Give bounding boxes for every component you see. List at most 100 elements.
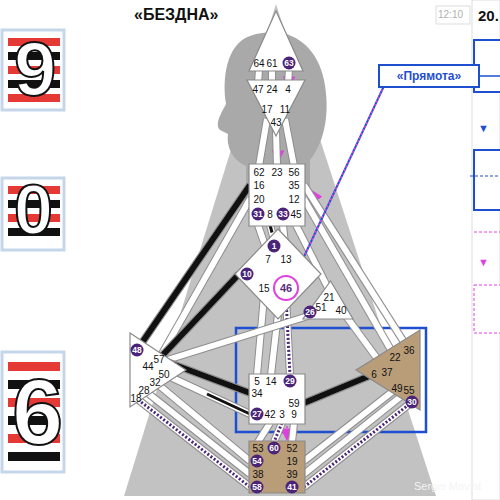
gate-number: 10 xyxy=(241,268,254,281)
channel-fill xyxy=(304,390,409,474)
channel-fill xyxy=(292,423,294,442)
pointer-dots xyxy=(294,86,384,278)
gate-number: 63 xyxy=(283,57,296,70)
gate-number: 61 xyxy=(266,58,277,69)
gate-number: 52 xyxy=(286,443,297,454)
channel-half xyxy=(207,394,250,414)
channel-defined xyxy=(304,374,374,403)
channel-outline xyxy=(136,398,250,487)
channel-dotted xyxy=(304,402,412,487)
channel-outline xyxy=(285,119,294,166)
channel-fill xyxy=(258,423,270,442)
gate-number: 9 xyxy=(291,409,297,420)
gate-number: 43 xyxy=(270,117,281,128)
gate-number: 14 xyxy=(265,376,276,387)
gate-number: 46 xyxy=(273,275,299,301)
channel-line xyxy=(144,390,250,474)
gate-number: 20 xyxy=(253,194,264,205)
gate-number: 58 xyxy=(251,481,264,494)
hexagram-number: 0 xyxy=(14,170,53,250)
channel-line xyxy=(304,390,409,474)
channel-line xyxy=(136,398,250,487)
gate-number: 37 xyxy=(381,367,392,378)
gate-number: 33 xyxy=(277,208,290,221)
gate-number: 6 xyxy=(371,369,377,380)
channel-fill xyxy=(164,374,250,414)
root-center-outline xyxy=(249,441,305,493)
channel-dotted xyxy=(136,398,250,487)
gate-number: 64 xyxy=(253,58,264,69)
channel-line xyxy=(148,316,308,366)
channel-line xyxy=(274,423,282,442)
gate-number: 32 xyxy=(149,377,160,388)
gate-number: 51 xyxy=(315,302,326,313)
gate-number: 12 xyxy=(288,194,299,205)
heart-center-outline xyxy=(303,281,353,319)
panel-marker: ▼ xyxy=(478,256,489,268)
gate-number: 49 xyxy=(391,383,402,394)
gate-number: 15 xyxy=(258,283,269,294)
channel-outline xyxy=(274,423,282,442)
channel-outline xyxy=(304,402,412,487)
gate-number: 44 xyxy=(142,361,153,372)
gate-number: 29 xyxy=(284,375,297,388)
ajna-center-outline xyxy=(247,80,305,136)
gate-number: 31 xyxy=(252,208,265,221)
sacral-center-outline xyxy=(249,374,305,424)
diagram-title: «БЕЗДНА» xyxy=(134,6,219,24)
hexagram-number: 6 xyxy=(12,360,63,464)
quote-box: «Прямота» xyxy=(378,64,480,88)
channel-line xyxy=(259,119,267,166)
gate-number: 4 xyxy=(285,84,291,95)
hexagram-number: 9 xyxy=(14,26,56,112)
solar-plexus-center-outline xyxy=(356,330,420,410)
channel-line xyxy=(285,119,294,166)
pointer-line xyxy=(294,86,384,278)
channel-fill xyxy=(148,316,308,366)
gate-number: 8 xyxy=(267,209,273,220)
channel-outline xyxy=(144,390,250,474)
channel-line xyxy=(258,423,270,442)
gate-number: 57 xyxy=(153,354,164,365)
channel-outline xyxy=(304,390,409,474)
g-center-outline xyxy=(235,229,321,319)
channel-outline xyxy=(259,119,267,166)
gate-number: 60 xyxy=(268,442,281,455)
gate-number: 5 xyxy=(254,376,260,387)
gate-number: 18 xyxy=(130,393,141,404)
panel-marker: ▼ xyxy=(478,122,489,134)
gate-number: 34 xyxy=(251,388,262,399)
channel-fill xyxy=(304,374,374,403)
ajna-center: 47244171143 xyxy=(246,79,306,137)
gate-number: 53 xyxy=(252,443,263,454)
gate-number: 54 xyxy=(251,455,264,468)
channel-fill xyxy=(136,398,250,487)
throat-center-outline xyxy=(249,164,305,226)
gate-number: 1 xyxy=(268,240,281,253)
channel-line xyxy=(294,86,384,278)
gate-number: 11 xyxy=(280,104,290,115)
channel-fill xyxy=(285,119,294,166)
gate-number: 56 xyxy=(288,167,299,178)
spleen-center-outline xyxy=(130,333,186,407)
heart-center: 21512640 xyxy=(302,280,354,320)
channel-line xyxy=(164,374,250,414)
gate-number: 62 xyxy=(253,167,264,178)
channel-fill xyxy=(144,390,250,474)
gate-number: 21 xyxy=(323,292,334,303)
solar-plexus-center: 3622637495530 xyxy=(354,328,422,412)
throat-center: 622356163520123183345 xyxy=(248,163,306,227)
quote-text: «Прямота» xyxy=(380,66,478,86)
channel-outline xyxy=(292,423,294,442)
gate-number: 3 xyxy=(279,409,285,420)
date-heading: 20. xyxy=(478,7,499,24)
gate-number: 26 xyxy=(304,306,317,319)
gate-number: 24 xyxy=(266,84,277,95)
spleen-center: 48574450322818 xyxy=(128,331,188,409)
gate-number: 41 xyxy=(286,481,299,494)
clock-time: 12:10 xyxy=(438,9,463,20)
gate-number: 30 xyxy=(406,396,419,409)
author-watermark: Sergei Mavlat xyxy=(414,480,481,492)
gate-number: 35 xyxy=(288,180,299,191)
gate-number: 42 xyxy=(264,409,275,420)
